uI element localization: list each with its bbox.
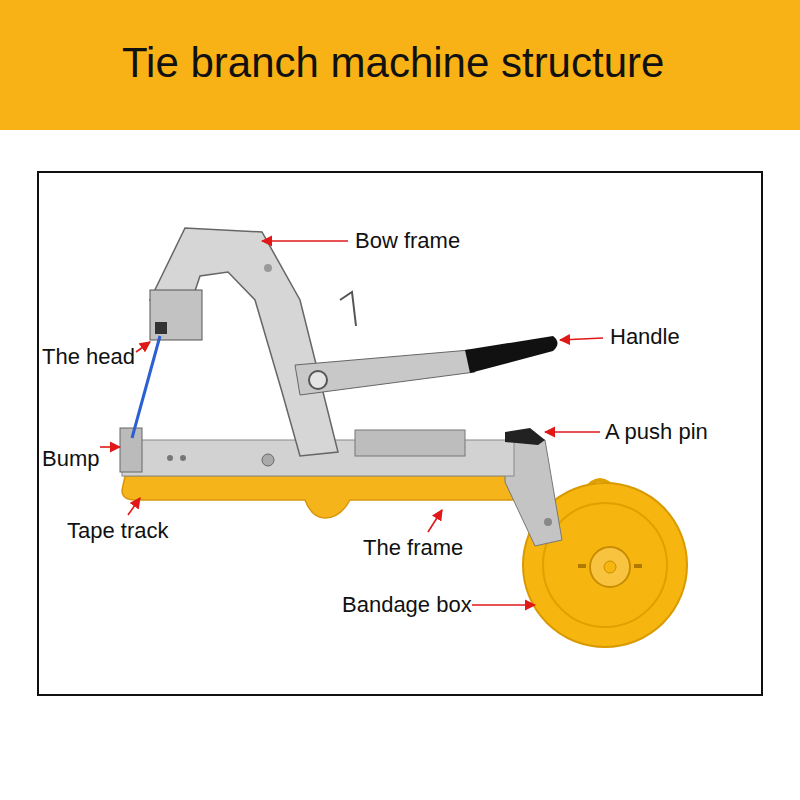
part-label: Handle [610,324,680,350]
bow-frame-drawing [150,228,338,456]
push-pin-drawing [505,428,545,445]
leader-lines [100,241,603,605]
bump-drawing [120,428,142,472]
part-label: Bandage box [342,592,472,618]
head-drawing [150,290,202,340]
part-label: The frame [363,535,463,561]
handle-grip [465,336,558,373]
tape-drawing [132,336,160,438]
part-label: The head [42,344,135,370]
part-label: Tape track [67,518,169,544]
part-label: Bow frame [355,228,460,254]
part-label: A push pin [605,419,708,445]
frame-border [38,172,762,695]
handle-drawing [295,350,475,395]
slide-plate [355,430,465,456]
title: Tie branch machine structure [122,38,664,88]
frame-body [122,476,520,518]
part-label: Bump [42,446,99,472]
